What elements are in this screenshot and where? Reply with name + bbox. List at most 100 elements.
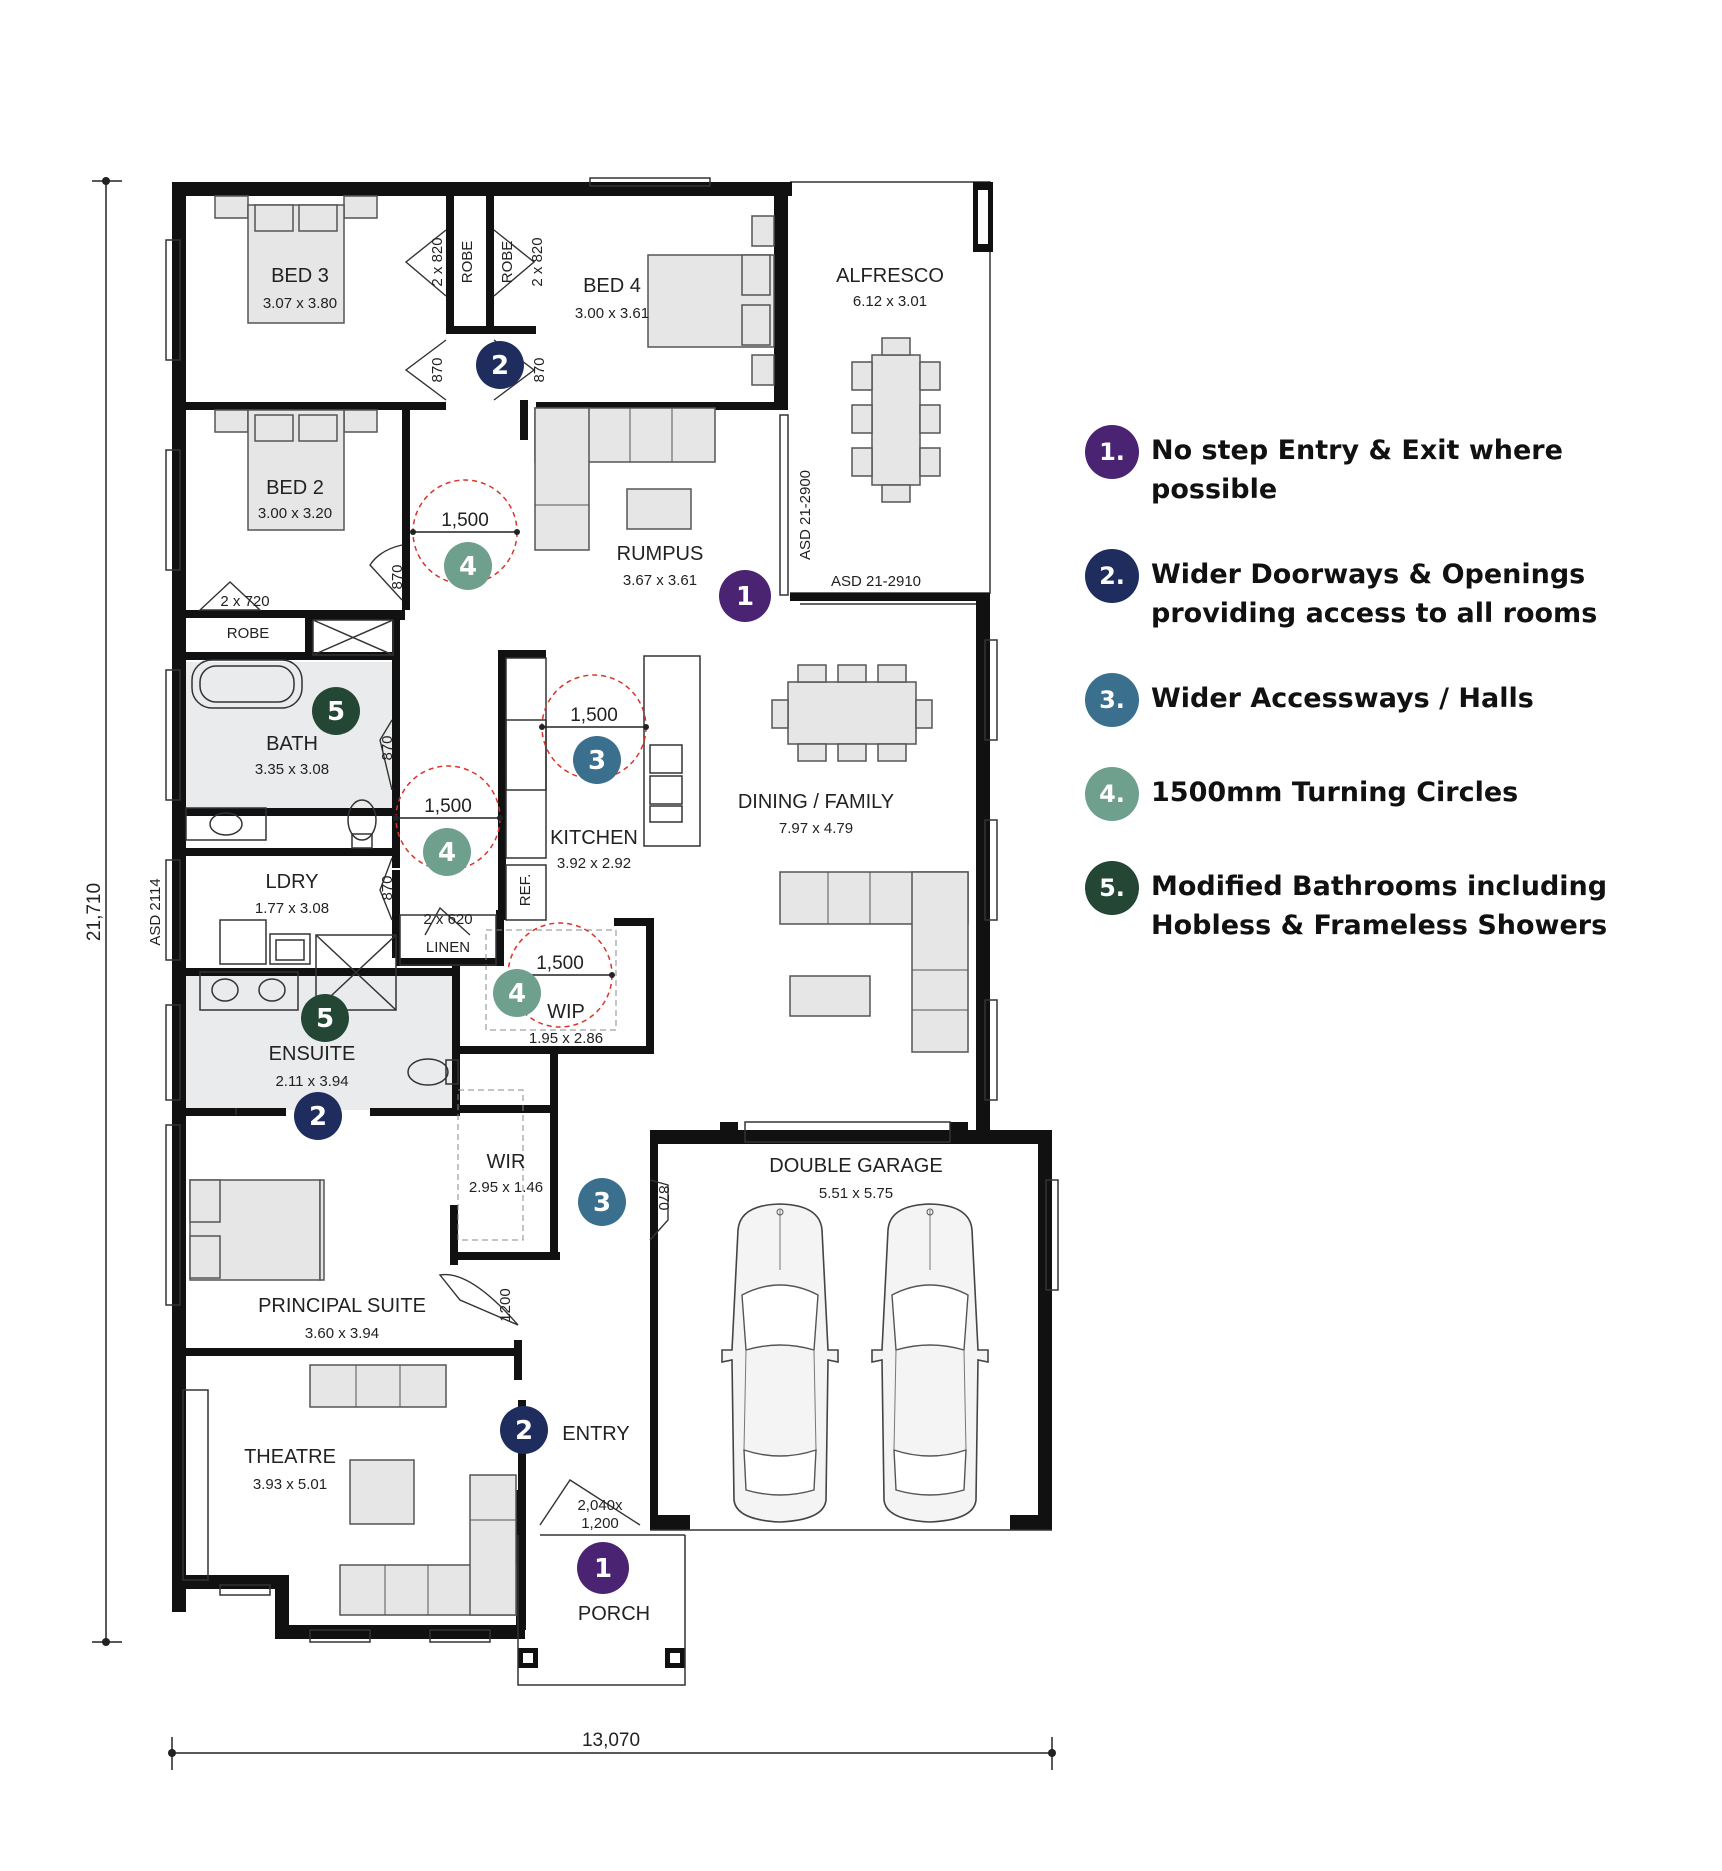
legend-item-5: 5. Modified Bathrooms including Hobless … bbox=[1085, 861, 1685, 945]
legend-text-1: No step Entry & Exit where possible bbox=[1151, 435, 1563, 505]
wir-dims: 2.95 x 1.46 bbox=[469, 1179, 543, 1196]
small-labels: ROBE ROBE 2 x 820 2 x 820 870 870 870 87… bbox=[147, 237, 921, 1532]
alfresco-name: ALFRESCO bbox=[836, 265, 944, 287]
feature-marker-3-kitchen: 3 bbox=[573, 736, 621, 784]
robe-door-bed3: 2 x 820 bbox=[429, 237, 446, 286]
svg-text:5: 5 bbox=[316, 1004, 334, 1034]
bath-name: BATH bbox=[266, 733, 318, 755]
legend-badge-3: 3. bbox=[1085, 673, 1139, 727]
circle-label-1: 1,500 bbox=[441, 510, 489, 531]
height-dimension-label: 21,710 bbox=[84, 883, 105, 941]
feature-marker-2-entry: 2 bbox=[500, 1406, 548, 1454]
feature-marker-1-rumpus: 1 bbox=[719, 570, 771, 622]
alfresco-dims: 6.12 x 3.01 bbox=[853, 293, 927, 310]
porch-name: PORCH bbox=[578, 1603, 650, 1625]
svg-text:4: 4 bbox=[459, 552, 477, 582]
rumpus-dims: 3.67 x 3.61 bbox=[623, 572, 697, 589]
linen-door: 2 x 620 bbox=[423, 911, 472, 928]
ref-label: REF. bbox=[517, 874, 534, 907]
bed4-name: BED 4 bbox=[583, 275, 641, 297]
door-870-bed2: 870 bbox=[389, 564, 406, 589]
theatre-name: THEATRE bbox=[244, 1446, 336, 1468]
svg-text:4: 4 bbox=[438, 838, 456, 868]
legend-item-3: 3. Wider Accessways / Halls bbox=[1085, 673, 1685, 727]
legend-text-5: Modified Bathrooms including Hobless & F… bbox=[1151, 871, 1608, 941]
height-dimension: 21,710 bbox=[84, 177, 122, 1646]
linen-label: LINEN bbox=[426, 939, 470, 956]
bed2-name: BED 2 bbox=[266, 477, 324, 499]
legend-badge-5: 5. bbox=[1085, 861, 1139, 915]
robe-label-bed4: ROBE bbox=[499, 241, 516, 284]
circle-label-2: 1,500 bbox=[570, 705, 618, 726]
door-870-bath: 870 bbox=[379, 735, 396, 760]
feature-marker-5-ensuite: 5 bbox=[301, 994, 349, 1042]
bed3-dims: 3.07 x 3.80 bbox=[263, 295, 337, 312]
circle-label-3: 1,500 bbox=[424, 796, 472, 817]
principal-name: PRINCIPAL SUITE bbox=[258, 1295, 426, 1317]
front-door-width: 2,040x bbox=[577, 1497, 623, 1514]
kitchen-name: KITCHEN bbox=[550, 827, 638, 849]
feature-marker-5-bath: 5 bbox=[312, 687, 360, 735]
bed2-dims: 3.00 x 3.20 bbox=[258, 505, 332, 522]
legend-text-3: Wider Accessways / Halls bbox=[1151, 683, 1534, 714]
feature-markers: 1 1 2 2 2 3 3 4 bbox=[294, 341, 771, 1594]
door-870-bed3: 870 bbox=[429, 357, 446, 382]
rumpus-name: RUMPUS bbox=[617, 543, 704, 565]
door-swings bbox=[198, 229, 669, 1526]
bed3-name: BED 3 bbox=[271, 265, 329, 287]
circle-label-4: 1,500 bbox=[536, 953, 584, 974]
feature-marker-2-ensuite: 2 bbox=[294, 1092, 342, 1140]
asd-alfresco-horizontal: ASD 21-2910 bbox=[831, 573, 921, 590]
svg-text:3: 3 bbox=[588, 746, 606, 776]
feature-marker-1-porch: 1 bbox=[577, 1542, 629, 1594]
feature-marker-4-wip: 4 bbox=[493, 969, 541, 1017]
feature-marker-2-beds: 2 bbox=[476, 341, 524, 389]
room-labels: BED 3 3.07 x 3.80 BED 4 3.00 x 3.61 ALFR… bbox=[244, 265, 944, 1625]
front-door-height: 1,200 bbox=[581, 1515, 619, 1532]
svg-text:5: 5 bbox=[327, 697, 345, 727]
garage-name: DOUBLE GARAGE bbox=[769, 1155, 942, 1177]
wip-name: WIP bbox=[547, 1001, 585, 1023]
door-1200-principal: 1200 bbox=[497, 1288, 514, 1321]
svg-text:1: 1 bbox=[736, 582, 754, 612]
svg-text:4: 4 bbox=[508, 979, 526, 1009]
robe-door-bed2: 2 x 720 bbox=[220, 593, 269, 610]
dining-dims: 7.97 x 4.79 bbox=[779, 820, 853, 837]
asd-alfresco-vertical: ASD 21-2900 bbox=[797, 470, 814, 560]
svg-text:3: 3 bbox=[593, 1188, 611, 1218]
walls bbox=[172, 182, 1052, 1668]
feature-marker-4-bath: 4 bbox=[423, 828, 471, 876]
furniture bbox=[189, 195, 969, 1616]
legend-text-2: Wider Doorways & Openings providing acce… bbox=[1151, 559, 1598, 629]
feature-marker-4-bed2: 4 bbox=[444, 542, 492, 590]
feature-legend: 1. No step Entry & Exit where possible 2… bbox=[1085, 425, 1685, 985]
legend-badge-2: 2. bbox=[1085, 549, 1139, 603]
legend-badge-1: 1. bbox=[1085, 425, 1139, 479]
legend-text-4: 1500mm Turning Circles bbox=[1151, 777, 1519, 808]
svg-text:2: 2 bbox=[491, 351, 509, 381]
feature-marker-3-hall: 3 bbox=[578, 1178, 626, 1226]
kitchen-dims: 3.92 x 2.92 bbox=[557, 855, 631, 872]
legend-item-1: 1. No step Entry & Exit where possible bbox=[1085, 425, 1685, 509]
ldry-dims: 1.77 x 3.08 bbox=[255, 900, 329, 917]
robe-label-bed2: ROBE bbox=[227, 625, 270, 642]
wir-name: WIR bbox=[487, 1151, 526, 1173]
bath-dims: 3.35 x 3.08 bbox=[255, 761, 329, 778]
ldry-name: LDRY bbox=[266, 871, 319, 893]
entry-name: ENTRY bbox=[562, 1423, 629, 1445]
ensuite-name: ENSUITE bbox=[269, 1043, 356, 1065]
robe-door-bed4: 2 x 820 bbox=[529, 237, 546, 286]
bed4-dims: 3.00 x 3.61 bbox=[575, 305, 649, 322]
svg-text:1: 1 bbox=[594, 1554, 612, 1584]
svg-text:2: 2 bbox=[515, 1416, 533, 1446]
theatre-dims: 3.93 x 5.01 bbox=[253, 1476, 327, 1493]
garage-dims: 5.51 x 5.75 bbox=[819, 1185, 893, 1202]
legend-badge-4: 4. bbox=[1085, 767, 1139, 821]
robe-label-bed3: ROBE bbox=[459, 241, 476, 284]
principal-dims: 3.60 x 3.94 bbox=[305, 1325, 379, 1342]
ensuite-dims: 2.11 x 3.94 bbox=[275, 1073, 348, 1090]
legend-item-4: 4. 1500mm Turning Circles bbox=[1085, 767, 1685, 821]
door-870-bed4: 870 bbox=[531, 357, 548, 382]
legend-item-2: 2. Wider Doorways & Openings providing a… bbox=[1085, 549, 1685, 633]
